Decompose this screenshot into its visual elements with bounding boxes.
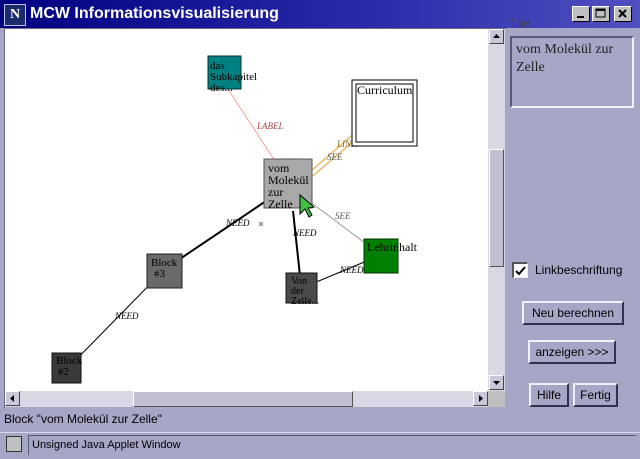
node-info-box: vom Molekül zur Zelle — [510, 36, 634, 108]
java-applet-icon — [6, 436, 22, 452]
link-label: SEE — [335, 211, 351, 221]
node-block2[interactable]: Block #2 — [51, 352, 85, 384]
minimize-icon — [577, 16, 584, 18]
link-label: NEED — [114, 311, 139, 321]
scroll-left-button[interactable] — [5, 391, 20, 406]
graph-canvas[interactable]: LABEL LINK SEE SEE NEED NEED NEED NEED d… — [5, 29, 488, 391]
maximize-button[interactable] — [592, 6, 610, 22]
applet-warning-bar — [0, 432, 640, 459]
window-title: MCW Informationsvisualisierung — [30, 5, 279, 22]
svg-text:Von der Zelle.: Von der Zelle... — [291, 276, 319, 307]
applet-warning-text: Unsigned Java Applet Window — [32, 439, 181, 451]
node-molekuel-selected[interactable]: vom Molekül zur Zelle — [263, 158, 313, 211]
link-label: NEED — [339, 265, 364, 275]
checkmark-icon — [515, 266, 526, 276]
applet-warning-frame — [28, 435, 636, 455]
netscape-icon: N — [4, 4, 26, 26]
svg-text:Lehrinhalt: Lehrinhalt — [367, 240, 418, 254]
arrow-left-icon — [10, 395, 14, 402]
linkbeschriftung-checkbox[interactable] — [512, 262, 528, 278]
linkbeschriftung-label[interactable]: Linkbeschriftung — [535, 263, 623, 277]
canvas-frame — [4, 28, 506, 408]
link-label: NEED — [225, 218, 250, 228]
close-button[interactable] — [614, 6, 632, 22]
hilfe-button[interactable]: Hilfe — [529, 383, 569, 407]
svg-text:Curriculum: Curriculum — [357, 83, 413, 97]
link-molekuel-curriculum-1 — [303, 130, 358, 178]
vertical-scrollbar[interactable] — [488, 29, 505, 391]
arrow-up-icon — [493, 34, 500, 38]
neu-berechnen-button[interactable]: Neu berechnen — [522, 301, 624, 325]
horizontal-scrollbar[interactable] — [5, 391, 488, 407]
minimize-button[interactable] — [572, 6, 590, 22]
status-text: Block "vom Molekül zur Zelle" — [4, 412, 162, 426]
graph-svg[interactable]: LABEL LINK SEE SEE NEED NEED NEED NEED d… — [5, 29, 488, 391]
svg-text:das Subkapitel: das Subkapitel des... — [210, 60, 260, 94]
node-block3[interactable]: Block #3 — [146, 253, 183, 289]
scroll-up-button[interactable] — [489, 29, 504, 44]
svg-text:Block #3: Block #3 — [151, 257, 180, 280]
arrow-right-icon — [479, 395, 483, 402]
close-icon — [618, 9, 627, 18]
link-label: LABEL — [256, 121, 284, 131]
title-bar: N MCW Informationsvisualisierung — [0, 0, 640, 28]
link-label: LINK — [336, 139, 358, 149]
horizontal-scroll-thumb[interactable] — [133, 391, 353, 407]
fertig-button[interactable]: Fertig — [573, 383, 618, 407]
node-vonder[interactable]: Von der Zelle... — [285, 272, 319, 307]
svg-text:vom Molekül zu: vom Molekül zur Zelle — [268, 161, 312, 211]
vertical-scroll-thumb[interactable] — [489, 149, 504, 267]
link-label: NEED — [292, 228, 317, 238]
node-curriculum[interactable]: Curriculum — [351, 79, 418, 147]
mouse-cursor-icon — [299, 193, 316, 218]
info-heading: Titel — [510, 18, 531, 30]
anzeigen-button[interactable]: anzeigen >>> — [528, 340, 616, 364]
link-label: SEE — [327, 152, 343, 162]
maximize-icon — [595, 8, 606, 18]
node-lehrinhalt[interactable]: Lehrinhalt — [363, 238, 418, 274]
status-bar — [0, 408, 640, 430]
scroll-right-button[interactable] — [473, 391, 488, 406]
node-subkapitel[interactable]: das Subkapitel des... — [207, 55, 260, 94]
svg-text:Block #2: Block #2 — [56, 355, 85, 378]
arrow-down-icon — [493, 381, 500, 385]
scroll-down-button[interactable] — [489, 375, 504, 390]
scroll-corner — [488, 391, 505, 407]
center-marker — [259, 222, 263, 226]
